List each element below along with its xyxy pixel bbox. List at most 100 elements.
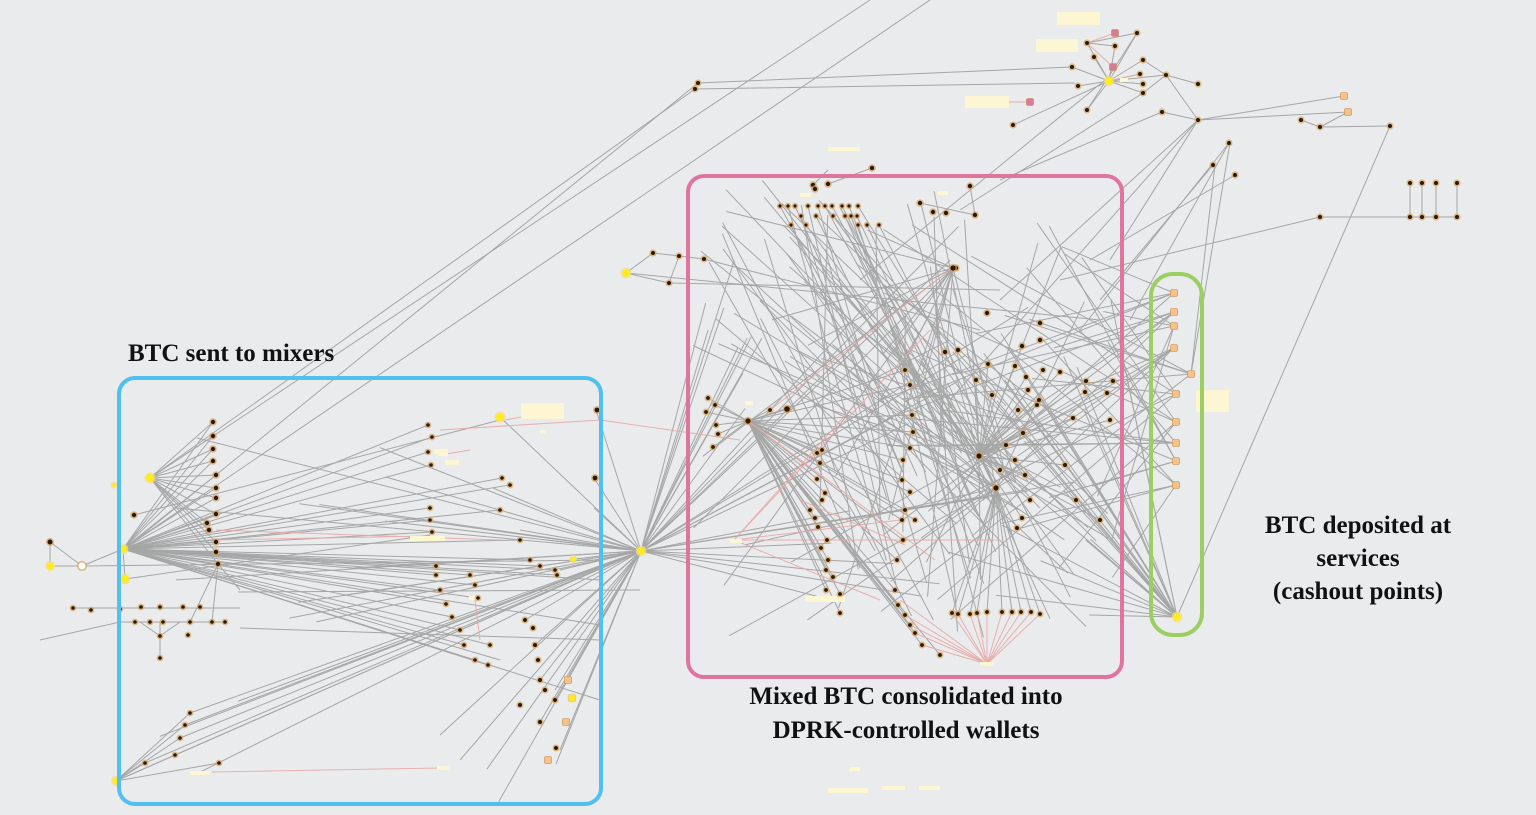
address-node	[87, 606, 95, 614]
address-node	[1432, 213, 1440, 221]
address-node	[1061, 461, 1069, 469]
address-node	[1453, 213, 1461, 221]
address-node	[948, 263, 958, 273]
note-box	[882, 786, 905, 790]
flagged-node	[1109, 63, 1117, 71]
address-node	[1082, 377, 1090, 385]
address-node	[823, 536, 831, 544]
address-node	[854, 202, 862, 210]
address-node	[506, 481, 514, 489]
address-node	[942, 209, 950, 217]
address-node	[936, 651, 944, 659]
address-node	[1225, 139, 1233, 147]
address-node	[471, 656, 479, 664]
address-node	[853, 212, 861, 220]
address-node	[131, 618, 139, 626]
service-node	[562, 718, 570, 726]
address-node	[516, 701, 524, 709]
address-node	[822, 586, 830, 594]
address-node	[212, 471, 220, 479]
address-node	[948, 609, 956, 617]
mixers-region	[117, 376, 603, 806]
address-node	[496, 506, 504, 514]
cluster-node	[569, 555, 577, 563]
cluster-node	[620, 267, 632, 279]
address-node	[428, 433, 436, 441]
address-node	[776, 202, 784, 210]
address-node	[766, 406, 774, 414]
address-node	[806, 506, 814, 514]
address-node	[1013, 524, 1021, 532]
address-node	[818, 496, 826, 504]
cashout-label-line1: BTC deposited at	[1264, 512, 1452, 539]
address-node	[1018, 514, 1026, 522]
address-node	[1231, 171, 1239, 179]
address-node	[526, 556, 534, 564]
note-box	[965, 96, 1009, 108]
address-node	[521, 616, 529, 624]
address-node	[875, 221, 883, 229]
note-box	[445, 460, 459, 465]
address-node	[212, 484, 220, 492]
address-node	[988, 391, 996, 399]
address-node	[1014, 406, 1022, 414]
address-node	[1074, 82, 1082, 90]
note-box	[850, 767, 860, 771]
address-node	[553, 571, 561, 579]
mixers-label: BTC sent to mixers	[128, 340, 335, 367]
graph-highlight-edges	[211, 32, 1141, 773]
address-node	[700, 255, 708, 263]
address-node	[203, 519, 211, 527]
address-node	[818, 446, 826, 454]
address-node	[1096, 516, 1104, 524]
note-box	[938, 191, 948, 195]
note-box	[805, 596, 845, 602]
address-node	[1162, 71, 1170, 79]
note-box	[730, 539, 742, 543]
service-node	[1170, 322, 1178, 330]
address-node	[552, 744, 560, 752]
cluster-node	[110, 481, 118, 489]
address-node	[1035, 396, 1043, 404]
address-node	[471, 581, 479, 589]
address-node	[1011, 362, 1019, 370]
address-node	[1103, 389, 1111, 397]
note-box	[190, 771, 210, 775]
address-node	[821, 202, 829, 210]
address-node	[675, 252, 683, 260]
cluster-node	[119, 573, 131, 585]
address-node	[901, 506, 909, 514]
address-node	[665, 279, 673, 287]
consolidation-label-line1: Mixed BTC consolidated into	[749, 683, 1063, 710]
address-node	[484, 661, 492, 669]
address-node	[214, 560, 222, 568]
address-node	[205, 526, 213, 534]
address-node	[1056, 368, 1064, 376]
address-node	[1022, 373, 1030, 381]
service-node	[1172, 457, 1180, 465]
address-node	[966, 610, 974, 618]
note-box	[828, 788, 868, 793]
address-node	[984, 360, 992, 368]
address-node	[442, 600, 450, 608]
address-node	[1133, 29, 1141, 37]
address-node	[1036, 336, 1044, 344]
address-node	[918, 641, 926, 649]
address-node	[929, 208, 937, 216]
note-box	[980, 662, 994, 666]
cluster-node	[1171, 611, 1183, 623]
address-node	[212, 510, 220, 518]
service-node	[1172, 418, 1180, 426]
address-node	[456, 626, 464, 634]
address-node	[209, 432, 217, 440]
address-node	[181, 721, 189, 729]
address-node	[971, 211, 979, 219]
address-node	[911, 629, 919, 637]
address-node	[424, 448, 432, 456]
address-node	[694, 79, 702, 87]
address-node	[448, 613, 456, 621]
note-box	[1036, 39, 1078, 52]
note-box	[1057, 12, 1100, 25]
address-node	[1386, 122, 1394, 130]
address-node	[973, 609, 981, 617]
